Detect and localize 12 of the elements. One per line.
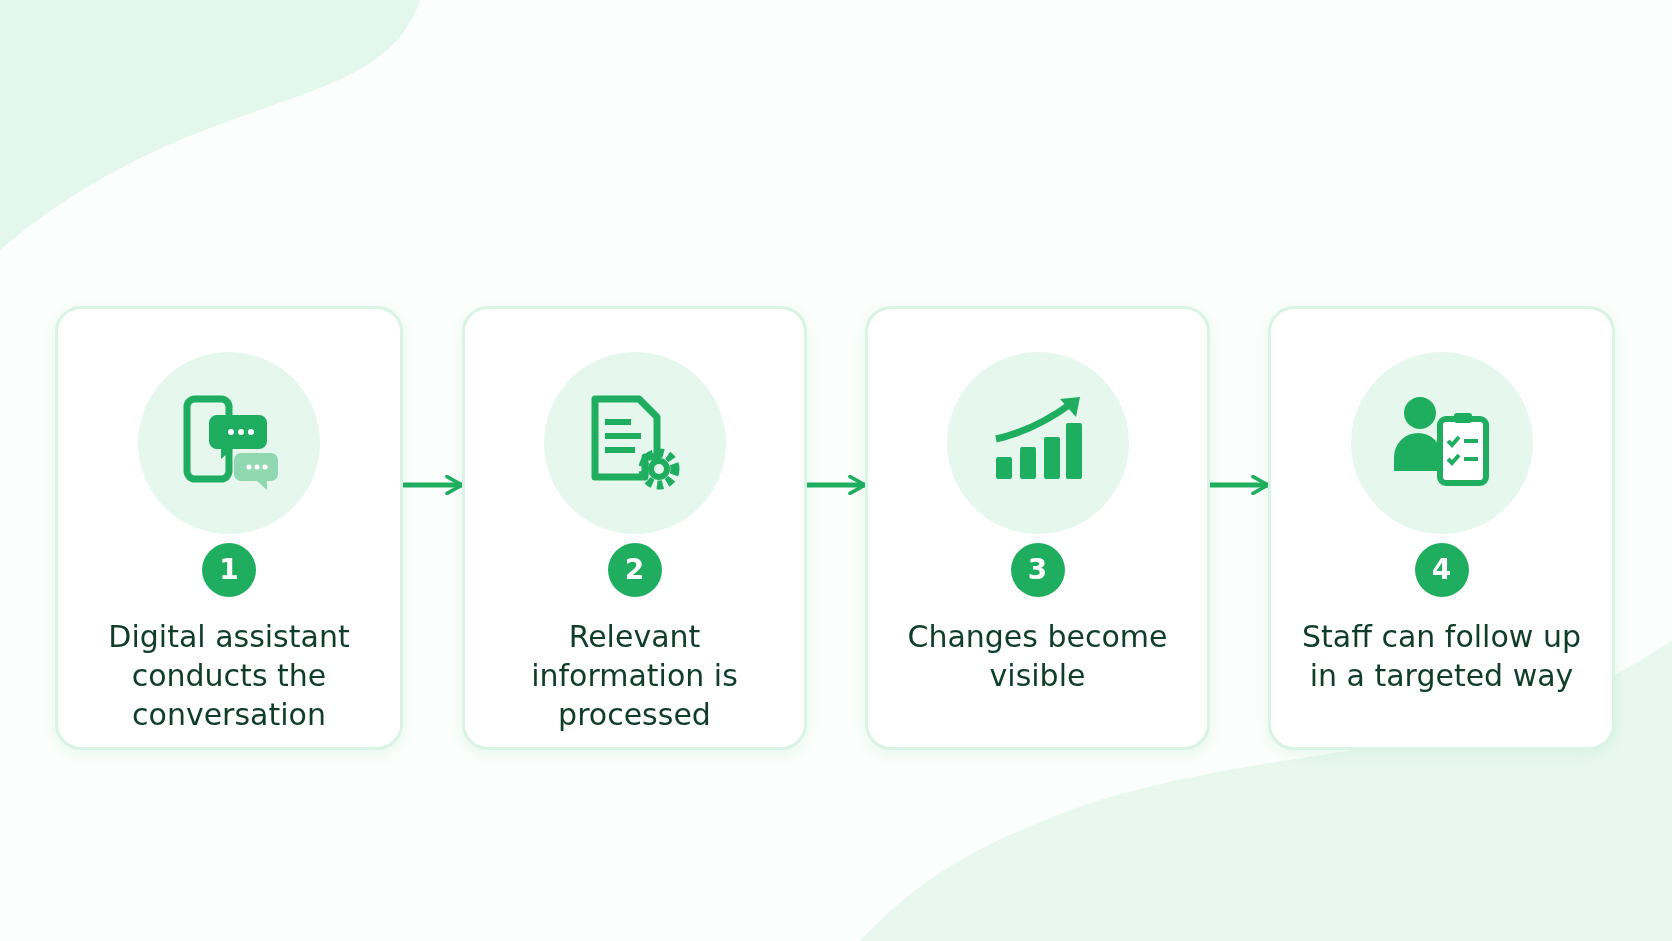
step-description: Digital assistant conducts the conversation xyxy=(107,618,351,734)
step-card xyxy=(55,306,403,750)
step-card xyxy=(865,306,1210,750)
step-description: Changes become visible xyxy=(906,618,1169,695)
step-description: Relevant information is processed xyxy=(530,618,739,734)
step-number: 3 xyxy=(1010,543,1065,597)
step-number: 2 xyxy=(607,543,662,597)
step-card xyxy=(1268,306,1615,750)
step-number: 1 xyxy=(202,543,256,597)
step-card xyxy=(462,306,807,750)
step-number: 4 xyxy=(1414,543,1469,597)
step-description: Staff can follow up in a targeted way xyxy=(1301,618,1582,695)
